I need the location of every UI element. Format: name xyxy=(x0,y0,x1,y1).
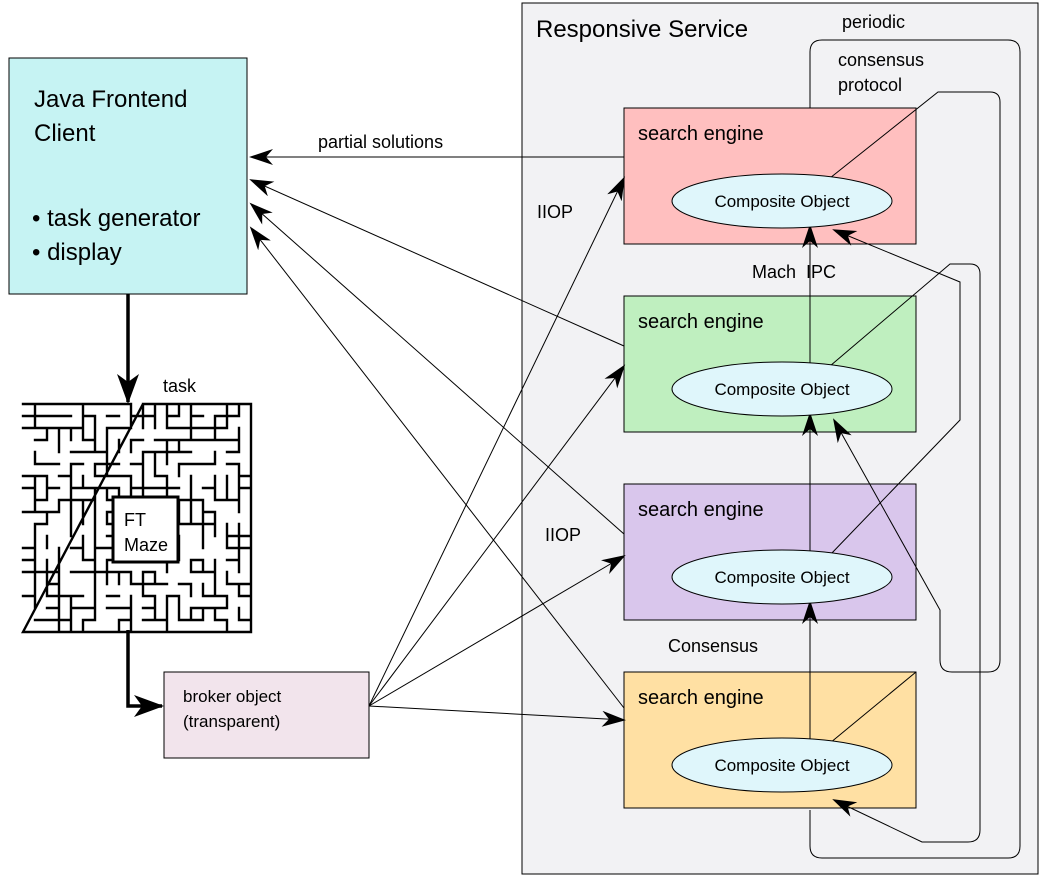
periodic-label: periodic xyxy=(842,12,905,32)
broker-to-engine-arrow-1 xyxy=(368,176,625,707)
search-engine-label-2: search engine xyxy=(638,311,764,333)
maze-label-maze: Maze xyxy=(124,535,168,555)
composite-object-1 xyxy=(671,173,893,229)
consensus-loop-4 xyxy=(829,671,917,744)
maze-label-ft: FT xyxy=(124,510,146,530)
partial-solutions-label: partial solutions xyxy=(318,132,443,152)
composite-object-label-1: Composite Object xyxy=(714,192,849,211)
search-engine-label-4: search engine xyxy=(638,687,764,709)
consensus-loop-3 xyxy=(829,229,961,556)
broker-label-line1: broker object xyxy=(183,687,282,706)
consensus-loop-2 xyxy=(829,263,981,843)
maze-center-box xyxy=(111,495,180,564)
consensus-center-label: Consensus xyxy=(668,636,758,656)
composite-object-4 xyxy=(671,737,893,793)
partial-solutions-arrow-4 xyxy=(249,226,625,709)
broker-to-engine-arrow-3 xyxy=(368,554,626,707)
maze-to-broker-arrow xyxy=(126,630,164,717)
client-title-line2: Client xyxy=(34,120,96,147)
composite-object-label-4: Composite Object xyxy=(714,756,849,775)
consensus-loop-1 xyxy=(829,91,1001,673)
iiop-label-mid: IIOP xyxy=(545,525,581,545)
client-title-line1: Java Frontend xyxy=(34,86,187,113)
iiop-label-top: IIOP xyxy=(537,202,573,222)
client-bullet-display: • display xyxy=(32,239,122,266)
broker-label-line2: (transparent) xyxy=(183,712,280,731)
partial-solutions-arrow-3 xyxy=(249,202,625,535)
composite-object-label-2: Composite Object xyxy=(714,380,849,399)
mach-ipc-label: Mach IPC xyxy=(752,262,836,282)
broker-to-engine-arrow-4 xyxy=(368,705,626,727)
broker-object-box xyxy=(163,671,370,759)
java-frontend-client-box xyxy=(8,57,248,295)
search-engine-label-3: search engine xyxy=(638,499,764,521)
search-engine-label-1: search engine xyxy=(638,123,764,145)
consensus-label: consensus xyxy=(838,50,924,70)
composite-object-3 xyxy=(671,549,893,605)
composite-object-2 xyxy=(671,361,893,417)
composite-object-label-3: Composite Object xyxy=(714,568,849,587)
task-label: task xyxy=(163,376,197,396)
periodic-consensus-loop xyxy=(809,39,1021,859)
client-bullet-task-generator: • task generator xyxy=(32,205,201,232)
protocol-label: protocol xyxy=(838,75,902,95)
partial-solutions-arrow-2 xyxy=(249,179,625,347)
broker-to-engine-arrow-2 xyxy=(368,364,626,707)
responsive-service-title: Responsive Service xyxy=(536,16,748,43)
